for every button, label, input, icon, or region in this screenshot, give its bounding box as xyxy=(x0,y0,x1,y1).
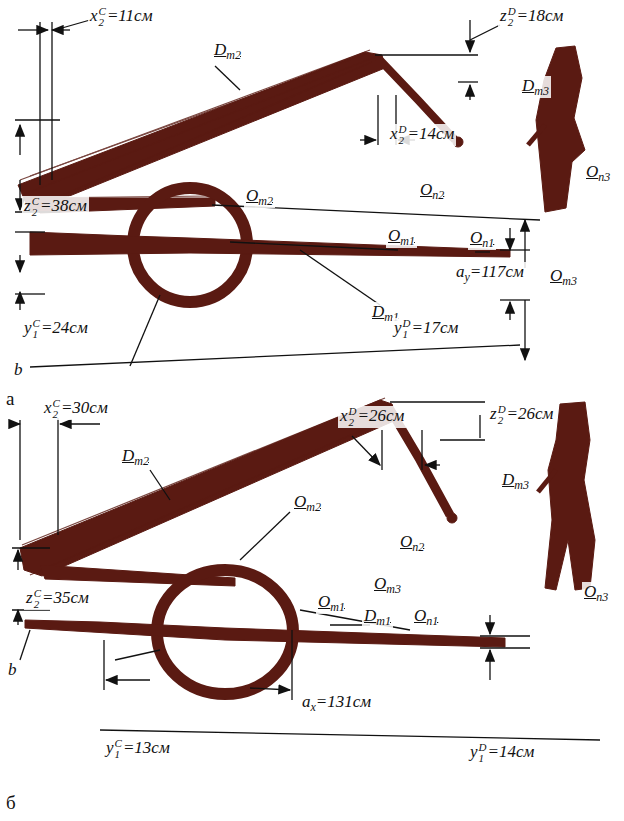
dimension-label: yD1=17см xyxy=(392,318,460,340)
point-label: Dm3 xyxy=(520,76,551,98)
point-label: Dm2 xyxy=(120,446,151,468)
part-label: b xyxy=(6,660,19,680)
dimension-label: xD2=26см xyxy=(338,406,406,428)
point-label: On1 xyxy=(412,606,440,628)
dimension-label: xC2=30см xyxy=(42,398,110,420)
point-label: Dm3 xyxy=(500,470,531,492)
dimension-label: yC1=24см xyxy=(22,318,90,340)
panel-letter: б xyxy=(4,792,18,815)
point-label: Dm1 xyxy=(362,606,393,628)
dimension-label: zD2=26см xyxy=(488,404,555,426)
point-label: Dm2 xyxy=(212,40,243,62)
point-label: Om1 xyxy=(386,226,417,248)
point-label: On3 xyxy=(582,582,610,604)
point-label: Om3 xyxy=(548,266,579,288)
dimension-label: xC2=11см xyxy=(88,6,155,28)
dimension-label: zC2=35см xyxy=(24,588,91,610)
dimension-label: yD1=14см xyxy=(468,742,536,764)
point-label: Om2 xyxy=(292,492,323,514)
panel-letter: а xyxy=(4,388,16,411)
point-label: Om3 xyxy=(372,574,403,596)
dimension-label: zD2=18см xyxy=(498,6,565,28)
part-label: b xyxy=(12,360,25,380)
point-label: On3 xyxy=(584,162,612,184)
dimension-label: yC1=13см xyxy=(104,738,172,760)
dimension-label: zC2=38см xyxy=(22,196,89,218)
point-label: Om1 xyxy=(316,592,347,614)
dimension-label: ay=117см xyxy=(454,262,526,284)
point-label: On2 xyxy=(418,180,446,202)
dimension-label: xD2=14см xyxy=(388,124,456,146)
point-label: Om2 xyxy=(244,186,275,208)
point-label: On1 xyxy=(468,228,496,250)
point-label: On2 xyxy=(398,532,426,554)
dimension-label: ax=131см xyxy=(300,692,373,714)
